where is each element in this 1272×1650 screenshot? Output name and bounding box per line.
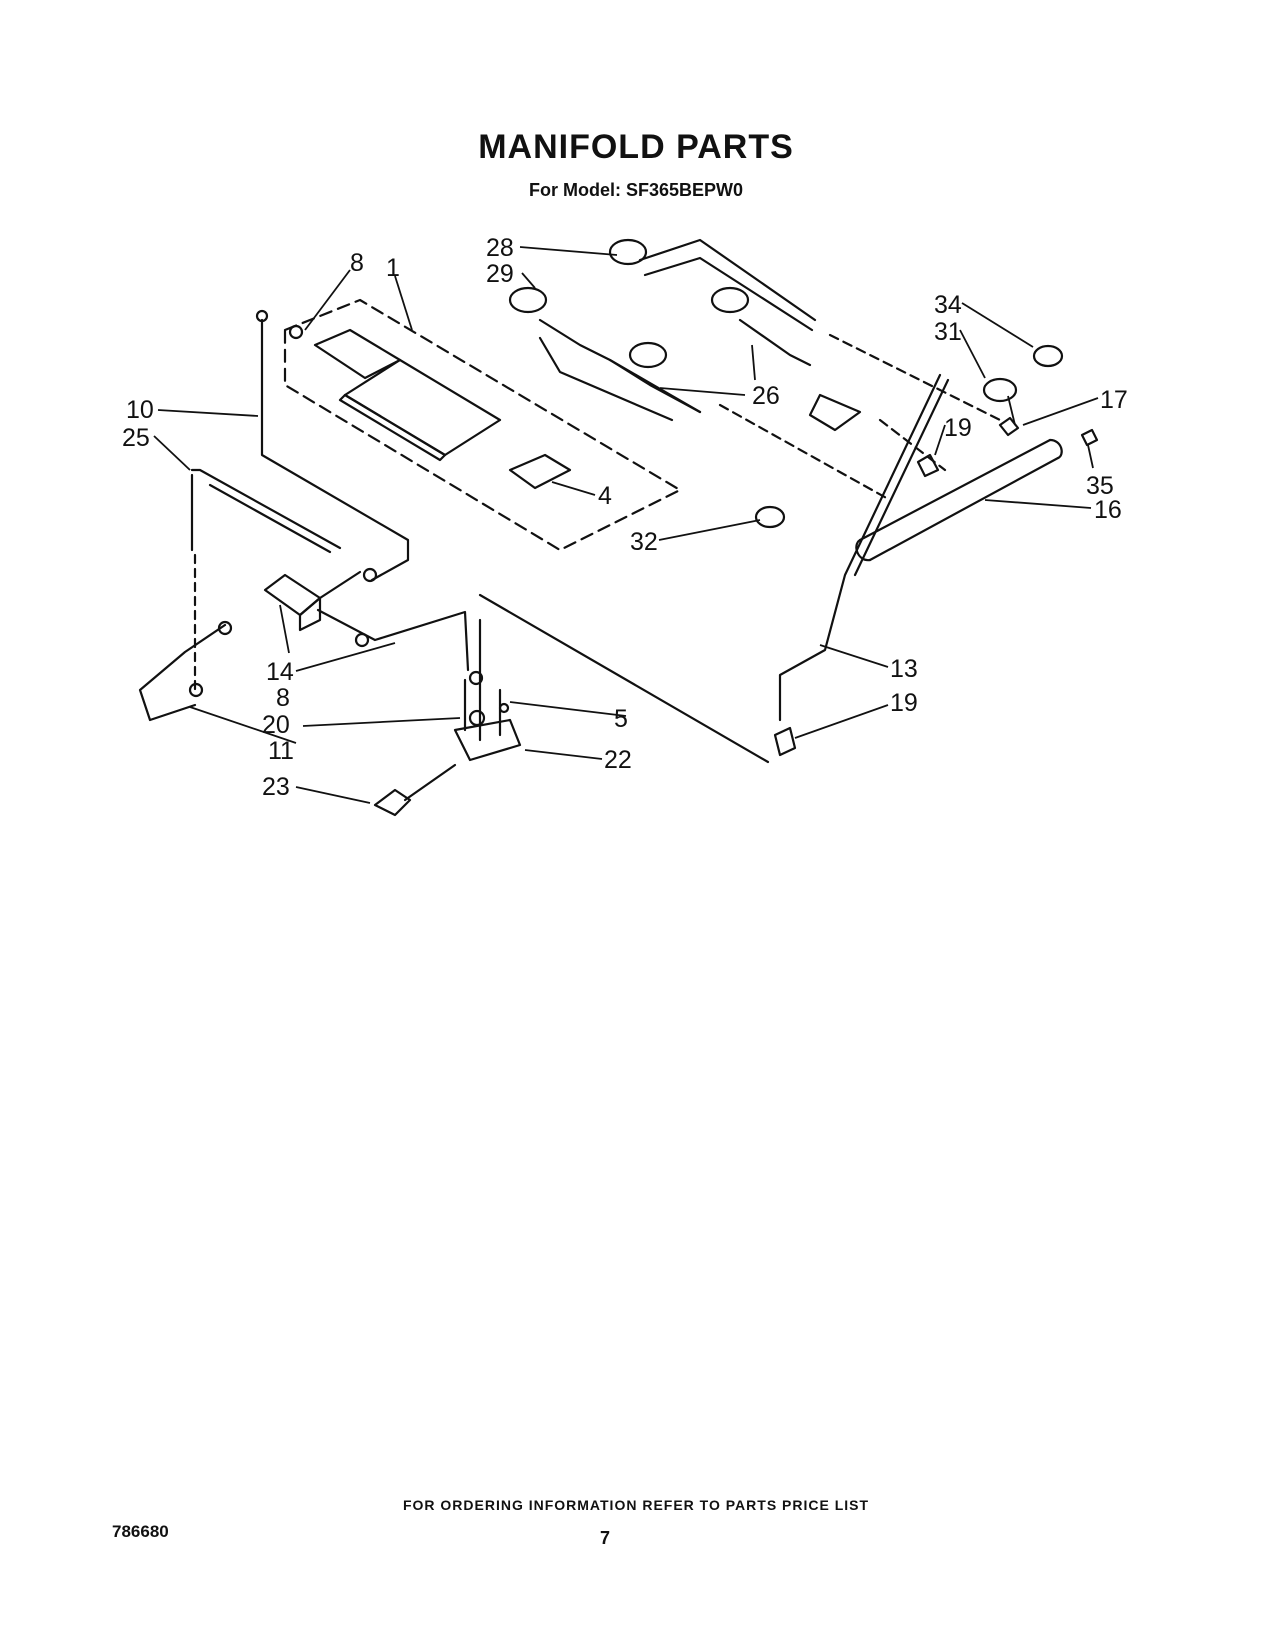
- callout-8: 8: [276, 684, 290, 712]
- model-number: SF365BEPW0: [625, 180, 744, 200]
- orifice-35: [1080, 428, 1099, 447]
- callout-17: 17: [1100, 386, 1128, 414]
- callout-22: 22: [604, 746, 632, 774]
- callout-1: 1: [386, 254, 400, 282]
- callout-10: 10: [126, 396, 154, 424]
- valve-17: [998, 416, 1020, 437]
- callout-7: 8: [350, 249, 364, 277]
- document-number: 786680: [112, 1522, 169, 1541]
- callout-25: 25: [122, 424, 150, 452]
- callout-34: 34: [934, 291, 962, 319]
- callout-32: 32: [630, 528, 658, 556]
- thermostat-tube: [316, 608, 470, 672]
- valve-34: [1032, 344, 1064, 368]
- model-subtitle: For Model: SF365BEPW0: [0, 180, 1272, 201]
- callout-16: 16: [1094, 496, 1122, 524]
- surface-burner-rear-right: [710, 286, 750, 314]
- callout-20: 20: [262, 711, 290, 739]
- callout-23: 23: [262, 773, 290, 801]
- page-number: 7: [600, 1528, 611, 1548]
- callout-5: 5: [614, 705, 628, 733]
- valve-32: [754, 505, 786, 529]
- range-tube: [778, 373, 942, 722]
- pressure-regulator: [373, 788, 412, 817]
- thermostat: [263, 573, 322, 617]
- surface-burner-rear-left: [608, 238, 648, 266]
- callout-11: 11: [268, 737, 294, 765]
- callout-26: 26: [752, 382, 780, 410]
- regulator-bracket: [453, 718, 522, 762]
- broiler-tube: [190, 468, 342, 550]
- callout-19-lower: 19: [890, 689, 918, 717]
- callout-19-upper: 19: [944, 414, 972, 442]
- fitting-19-lower: [773, 726, 797, 757]
- callout-14: 14: [266, 658, 294, 686]
- callout-4: 4: [598, 482, 612, 510]
- model-label: For Model:: [528, 180, 621, 200]
- callout-28: 28: [486, 234, 514, 262]
- callout-35: 35: [1086, 472, 1114, 500]
- callout-31: 31: [934, 318, 962, 346]
- oven-tube: [138, 623, 227, 722]
- page-title: MANIFOLD PARTS: [478, 128, 794, 166]
- fitting-19-upper: [916, 453, 940, 478]
- burner-bracket: [508, 453, 572, 490]
- surface-burner-front-left: [508, 286, 548, 314]
- surface-burner-front-right: [628, 341, 668, 369]
- callout-13: 13: [890, 655, 918, 683]
- burner-assembly-outline: [283, 298, 682, 552]
- pilot-tube: [260, 318, 410, 582]
- manifold-pipe: [858, 438, 1052, 542]
- callout-29: 29: [486, 260, 514, 288]
- ordering-note: FOR ORDERING INFORMATION REFER TO PARTS …: [402, 1497, 870, 1513]
- manifold-parts-diagram: 8 1 10 25 28 29 26 34 31 17 19 35 16 32 …: [122, 234, 1128, 817]
- valve-31: [982, 377, 1018, 403]
